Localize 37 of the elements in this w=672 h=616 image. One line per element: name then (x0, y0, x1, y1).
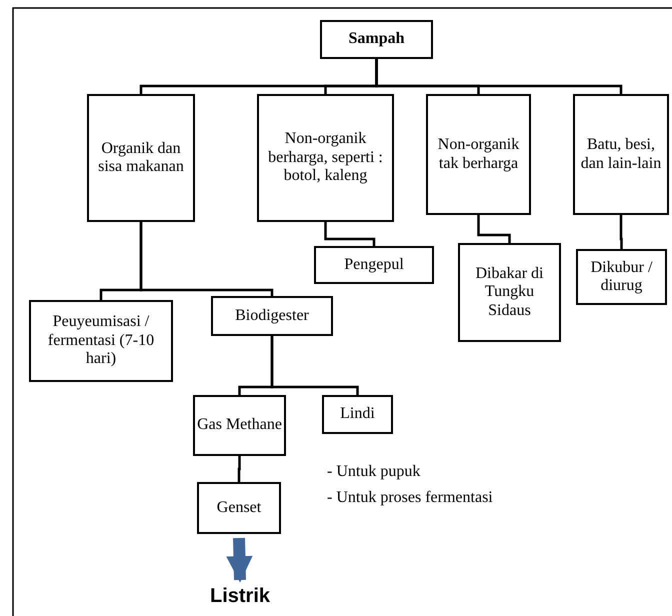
box-label: Non-organik tak berharga (436, 136, 520, 173)
process-box (320, 20, 433, 59)
connector-line (375, 59, 622, 94)
process-box (426, 94, 531, 215)
note-text: - Untuk proses fermentasi (327, 488, 494, 508)
box-label: Organik dan sisa makanan (97, 140, 185, 176)
process-box (573, 94, 669, 215)
result-label: Listrik (208, 584, 272, 608)
process-box (197, 482, 281, 534)
connector-line (238, 456, 241, 482)
process-box (29, 300, 173, 382)
box-label: Gas Methane (196, 416, 283, 435)
connector-line (324, 222, 376, 246)
process-box (87, 94, 195, 222)
process-box (257, 94, 394, 222)
connector-line (140, 222, 274, 296)
process-box (211, 296, 333, 336)
connector-line (620, 215, 623, 249)
arrow (226, 538, 253, 583)
box-label: Non-organik berharga, seperti : botol, kaleng (267, 130, 384, 186)
process-box (193, 395, 286, 456)
process-box (314, 246, 434, 284)
box-label: Dikubur / diurug (590, 258, 654, 296)
process-box (576, 249, 667, 305)
process-box (322, 395, 393, 434)
connector-line (477, 215, 511, 243)
box-label: Genset (216, 498, 262, 518)
process-box (458, 243, 561, 342)
box-label: Biodigester (234, 306, 310, 326)
note-text: - Untuk pupuk (327, 462, 422, 482)
box-label: Pengepul (343, 256, 405, 274)
box-label: Sampah (347, 30, 406, 49)
connector-line (270, 336, 359, 395)
box-label: Batu, besi, dan lain-lain (580, 136, 662, 173)
box-label: Lindi (339, 405, 376, 424)
box-label: Peuyeumisasi / fermentasi (7-10 hari) (46, 313, 156, 369)
box-label: Dibakar di Tungku Sidaus (474, 264, 544, 320)
